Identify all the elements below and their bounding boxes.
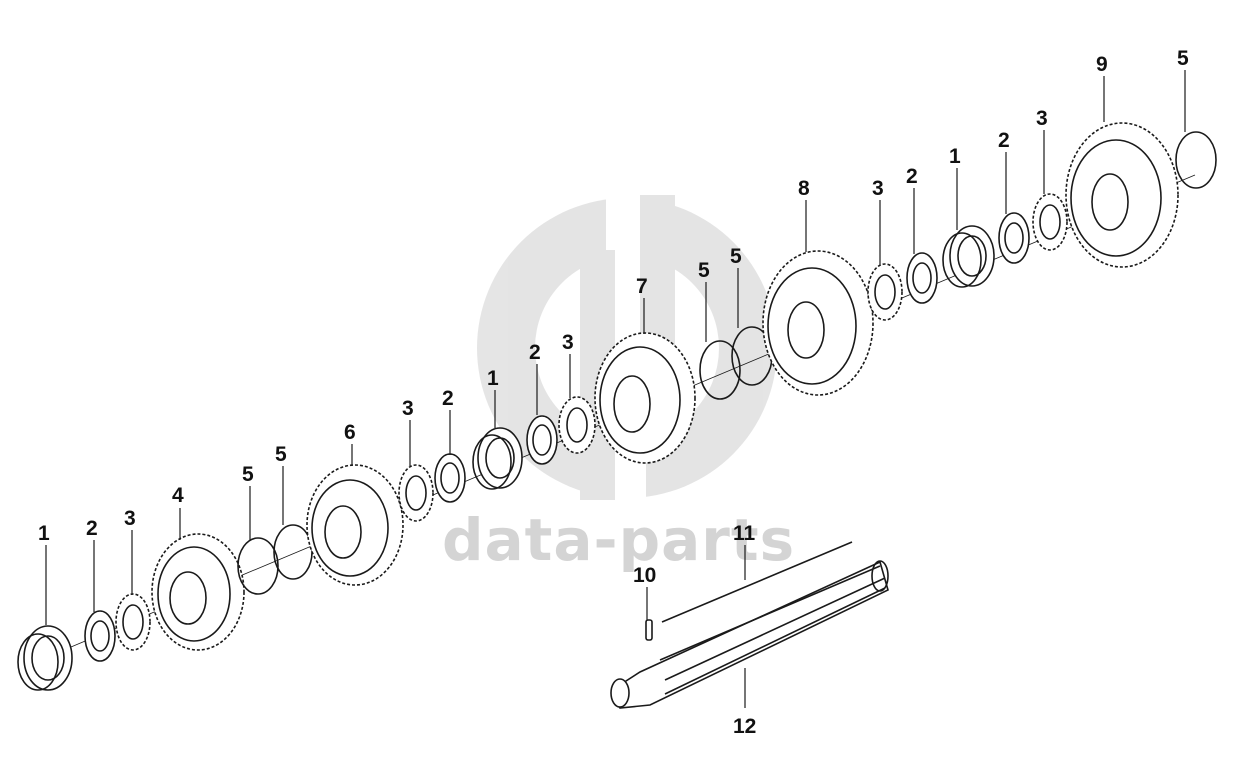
callout-c2: 2 — [86, 517, 98, 540]
snap-ring-5b — [273, 524, 313, 580]
callout-c24: 10 — [633, 564, 656, 587]
callout-c10: 1 — [487, 367, 499, 390]
gear-8 — [762, 250, 874, 396]
callout-c5: 5 — [242, 463, 254, 486]
thrust-washer-2e — [998, 212, 1030, 264]
callout-c9: 2 — [442, 387, 454, 410]
callout-c16: 8 — [798, 177, 810, 200]
thrust-washer-2b — [434, 453, 466, 503]
needle-bearing-1b — [472, 427, 523, 490]
splined-ring-3d — [867, 263, 903, 321]
callout-c13: 7 — [636, 275, 648, 298]
gear-6 — [306, 464, 404, 586]
gear-7 — [594, 332, 696, 464]
callout-c6: 5 — [275, 443, 287, 466]
thrust-washer-2c — [526, 415, 558, 465]
rod-11 — [661, 541, 853, 623]
thrust-washer-2d — [906, 252, 938, 304]
callout-c14: 5 — [698, 259, 710, 282]
thrust-washer-2 — [84, 610, 116, 662]
splined-ring-3c — [558, 396, 596, 454]
callout-c21: 3 — [1036, 107, 1048, 130]
callout-c4: 4 — [172, 484, 184, 507]
callout-c17: 3 — [872, 177, 884, 200]
callout-c7: 6 — [344, 421, 356, 444]
callout-c11: 2 — [529, 341, 541, 364]
callout-c8: 3 — [402, 397, 414, 420]
callout-c1: 1 — [38, 522, 50, 545]
splined-ring-3b — [398, 464, 434, 522]
snap-ring-5e — [1175, 131, 1217, 189]
needle-bearing-1c — [942, 225, 995, 288]
callout-c26: 12 — [733, 715, 756, 738]
callout-c20: 2 — [998, 129, 1010, 152]
callout-c23: 5 — [1177, 47, 1189, 70]
callout-c25: 11 — [733, 522, 756, 545]
splined-ring-3 — [115, 593, 151, 651]
snap-ring-5c — [699, 340, 741, 400]
callout-c3: 3 — [124, 507, 136, 530]
callout-c19: 1 — [949, 145, 961, 168]
callout-c15: 5 — [730, 245, 742, 268]
callout-c12: 3 — [562, 331, 574, 354]
gear-9 — [1065, 122, 1179, 268]
needle-bearing-1 — [17, 625, 73, 691]
callout-c22: 9 — [1096, 53, 1108, 76]
gear-4 — [151, 533, 245, 651]
watermark-text: data-parts — [442, 506, 795, 574]
leader-lines — [45, 70, 1186, 708]
main-shaft-12 — [610, 560, 889, 709]
spring-pin-10 — [645, 619, 653, 641]
callout-c18: 2 — [906, 165, 918, 188]
splined-ring-3e — [1032, 193, 1068, 251]
snap-ring-5a — [237, 537, 279, 595]
